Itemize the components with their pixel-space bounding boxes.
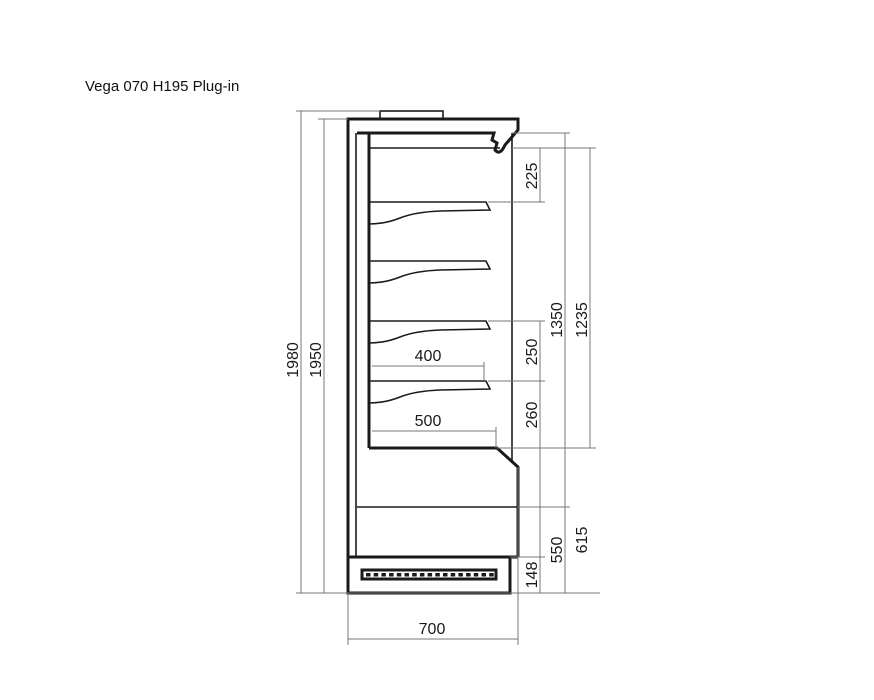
dim-width: 700 xyxy=(419,621,446,638)
grille-slot xyxy=(412,573,417,577)
shelf-4 xyxy=(368,380,492,404)
shelves xyxy=(368,201,492,404)
grille-slot xyxy=(389,573,394,577)
grille-slot xyxy=(396,573,402,577)
grille-slot xyxy=(473,573,479,577)
dim-cabinet-height: 1950 xyxy=(308,342,325,378)
grille-slot xyxy=(427,573,433,577)
grille-slot xyxy=(381,573,386,577)
dim-shelf-depth: 400 xyxy=(415,348,442,365)
dim-shelf-gap: 250 xyxy=(524,339,541,366)
dim-bottom-gap: 260 xyxy=(524,402,541,429)
grille-slot xyxy=(419,573,425,577)
dim-plinth-height: 148 xyxy=(524,562,541,589)
dim-top-gap: 225 xyxy=(524,163,541,190)
grille-slot xyxy=(489,573,494,577)
grille-slot xyxy=(373,573,379,577)
grille-slot xyxy=(443,573,448,577)
grille-slot xyxy=(466,573,471,577)
cabinet-outline xyxy=(346,110,520,595)
grille-slot xyxy=(450,573,456,577)
grille-slot xyxy=(458,573,463,577)
drawing-title: Vega 070 H195 Plug-in xyxy=(85,78,240,95)
grille-slot xyxy=(435,573,440,577)
shelf-2 xyxy=(368,260,492,284)
grille-slot xyxy=(481,573,486,577)
shelf-1 xyxy=(368,201,492,225)
dim-shelf-area: 1235 xyxy=(574,302,591,338)
dim-base-depth: 500 xyxy=(415,413,442,430)
grille-slot xyxy=(366,573,371,577)
dim-total-height: 1980 xyxy=(285,342,302,378)
ventilation-grille xyxy=(360,568,498,581)
dim-deck-height: 615 xyxy=(574,527,591,554)
dim-display-height: 1350 xyxy=(549,302,566,338)
dim-base-height: 550 xyxy=(549,537,566,564)
dimension-lines xyxy=(296,110,600,645)
shelf-3 xyxy=(368,320,492,344)
grille-slot xyxy=(404,573,409,577)
